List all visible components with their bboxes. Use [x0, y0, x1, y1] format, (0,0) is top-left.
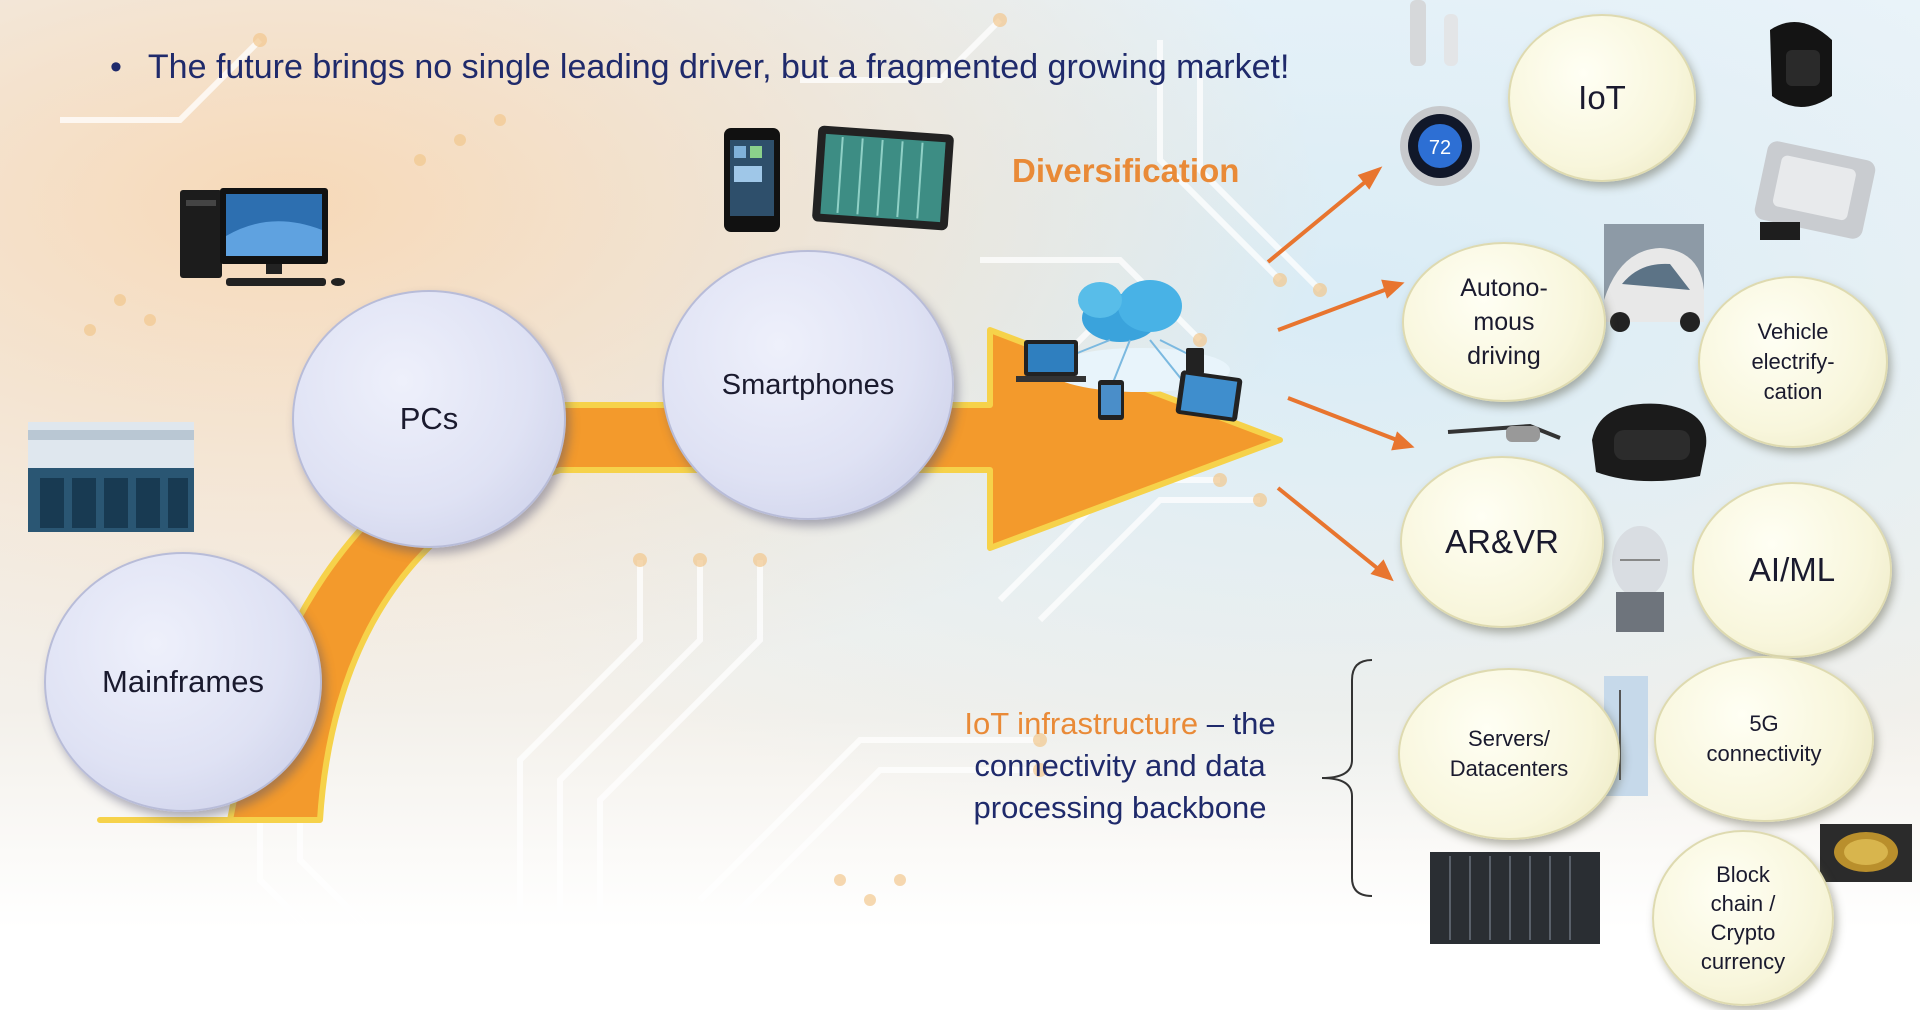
dest-circle-ar-vr: AR&VR	[1400, 456, 1604, 628]
era-circle-mainframes: Mainframes	[44, 552, 322, 812]
headline-bullet: • The future brings no single leading dri…	[110, 48, 1289, 87]
thermostat-reading: 72	[1429, 137, 1451, 159]
diversification-label: Diversification	[1012, 152, 1240, 189]
mainframe-room-picture	[28, 422, 194, 532]
era-label-smartphones: Smartphones	[721, 368, 895, 401]
dest-label-blockchain-1: Block	[1716, 862, 1770, 887]
vehicle-device-picture	[1754, 141, 1876, 240]
circuit-pads	[84, 13, 1327, 906]
dest-circle-servers-datacenters: Servers/ Datacenters	[1398, 668, 1620, 840]
phone-tablet-picture	[724, 125, 954, 232]
dest-circle-autonomous-driving: Autono- mous driving	[1402, 242, 1606, 402]
era-label-mainframes: Mainframes	[102, 664, 264, 699]
infrastructure-highlight: IoT infrastructure	[964, 706, 1199, 741]
vr-headset-picture	[1592, 403, 1707, 482]
dest-label-autonomous-2: mous	[1473, 308, 1535, 336]
era-circle-pcs: PCs	[292, 290, 566, 548]
headline-text: The future brings no single leading driv…	[147, 48, 1290, 86]
dest-circle-iot: IoT	[1508, 14, 1696, 182]
dest-label-blockchain-4: currency	[1700, 949, 1786, 974]
dest-label-ar-vr: AR&VR	[1445, 523, 1559, 560]
dest-circle-vehicle-electrification: Vehicle electrify- cation	[1698, 276, 1888, 448]
dest-label-autonomous-3: driving	[1467, 342, 1541, 370]
era-label-pcs: PCs	[399, 401, 459, 436]
dest-label-vehicle-3: cation	[1763, 379, 1823, 404]
smart-glasses-picture	[1447, 423, 1561, 442]
dest-label-5g-2: connectivity	[1706, 741, 1822, 766]
server-rack-picture	[1430, 852, 1600, 944]
dest-circle-5g-connectivity: 5G connectivity	[1654, 656, 1874, 822]
dest-label-blockchain-3: Crypto	[1710, 920, 1776, 945]
fitness-band-picture	[1770, 22, 1832, 107]
dest-label-servers-1: Servers/	[1468, 726, 1550, 751]
dest-label-servers-2: Datacenters	[1449, 756, 1569, 781]
dest-label-vehicle-2: electrify-	[1751, 349, 1835, 374]
era-circle-smartphones: Smartphones	[662, 250, 954, 520]
self-driving-car-picture	[1604, 224, 1704, 332]
dest-label-5g-1: 5G	[1749, 711, 1779, 736]
dest-circle-blockchain: Block chain / Crypto currency	[1652, 830, 1834, 1006]
dest-label-ai-ml: AI/ML	[1748, 551, 1836, 588]
dest-label-vehicle-1: Vehicle	[1757, 319, 1829, 344]
bullet-marker: •	[110, 48, 122, 86]
infrastructure-brace	[1321, 659, 1373, 897]
dest-circle-ai-ml: AI/ML	[1692, 482, 1892, 658]
crypto-coin-picture	[1820, 824, 1912, 882]
dest-label-autonomous-1: Autono-	[1460, 274, 1548, 302]
robot-head-picture	[1612, 526, 1668, 632]
dest-label-iot: IoT	[1578, 79, 1626, 116]
thermostat-picture: 72	[1400, 106, 1480, 186]
infrastructure-rest: – the connectivity and data processing b…	[973, 706, 1276, 825]
dest-label-blockchain-2: chain /	[1710, 891, 1776, 916]
cloud-devices-picture	[1016, 280, 1243, 422]
diversification-arrows	[1266, 166, 1415, 582]
desktop-pc-picture	[180, 188, 345, 286]
sensor-sticks-picture	[1410, 0, 1458, 66]
infrastructure-caption: IoT infrastructure – the connectivity an…	[930, 703, 1310, 829]
